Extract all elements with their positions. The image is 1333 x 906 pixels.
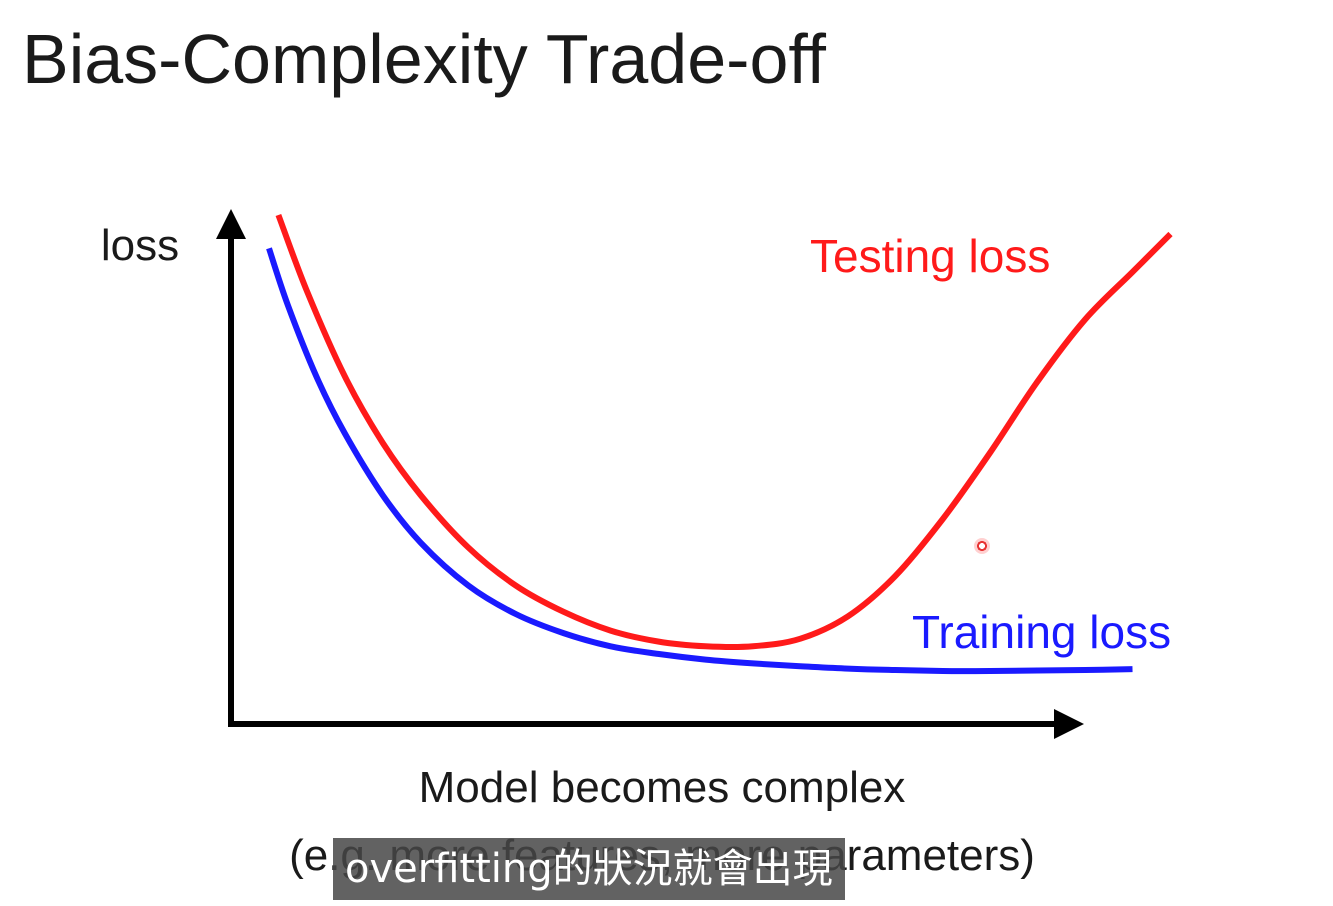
cursor-dot-icon: [974, 538, 990, 554]
series-line-training-loss: [266, 247, 1133, 675]
y-axis-label: loss: [101, 221, 179, 270]
series-layer: [266, 213, 1173, 675]
series-label-training: Training loss: [912, 606, 1171, 658]
series-label-testing: Testing loss: [810, 230, 1050, 282]
series-line-testing-loss: [275, 213, 1173, 651]
video-subtitle: overfitting的狀況就會出現: [333, 838, 845, 900]
slide-title: Bias-Complexity Trade-off: [22, 20, 827, 98]
x-axis-label: Model becomes complex: [419, 763, 906, 812]
